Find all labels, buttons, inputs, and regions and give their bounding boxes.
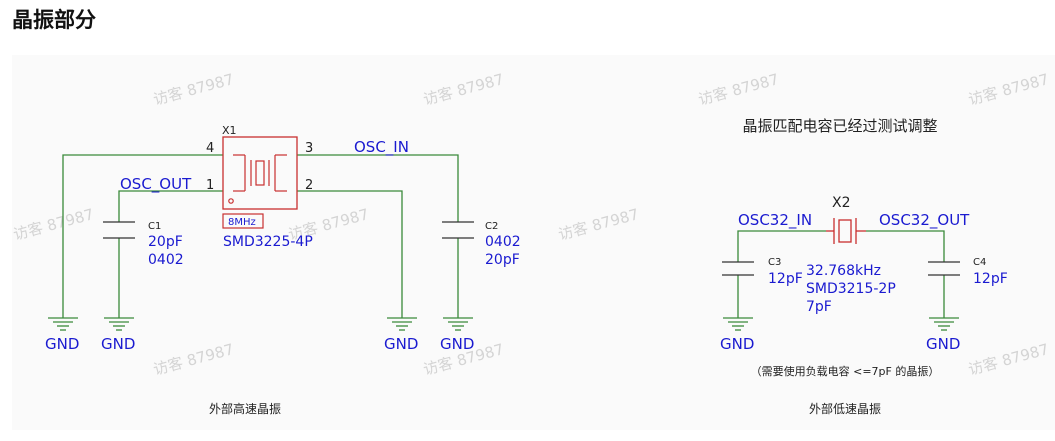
ground-symbol [442, 317, 474, 331]
x1-package: SMD3225-4P [223, 234, 313, 250]
net-label-osc32-out: OSC32_OUT [879, 211, 970, 230]
c4-reference: C4 [973, 257, 986, 268]
schematic-panel [12, 55, 1055, 430]
c3-value: 12pF [768, 271, 803, 287]
x1-pin-3: 3 [305, 141, 313, 156]
watermark: 访客 87987 [151, 70, 235, 109]
ground-symbol [386, 317, 418, 331]
hs-circuit: 8MHz X1 SMD3225-4P 4 1 3 2 OSC_IN OSC_OU… [45, 124, 521, 416]
net-label-osc-in: OSC_IN [354, 138, 409, 157]
ground-symbol [47, 317, 79, 331]
ground-symbol [103, 317, 135, 331]
ls-caption: 外部低速晶振 [809, 401, 881, 416]
page-title: 晶振部分 [12, 8, 96, 32]
watermark: 访客 87987 [966, 70, 1050, 109]
ls-capacitor-c3 [722, 261, 754, 276]
x1-pin-4: 4 [206, 141, 214, 156]
x1-pin-1: 1 [206, 178, 214, 193]
ground-symbol [722, 317, 754, 331]
c2-value: 20pF [485, 252, 520, 268]
ls-note: 晶振匹配电容已经过测试调整 [742, 117, 937, 135]
hs-capacitor-c1 [103, 221, 135, 239]
x1-frequency: 8MHz [228, 217, 256, 228]
watermark: 访客 87987 [966, 340, 1050, 379]
watermark: 访客 87987 [11, 205, 95, 244]
x2-load-capacitance: 7pF [806, 299, 832, 315]
c2-package: 0402 [485, 234, 521, 250]
x2-package: SMD3215-2P [806, 281, 896, 297]
x2-frequency: 32.768kHz [806, 263, 881, 279]
watermark: 访客 87987 [151, 340, 235, 379]
hs-wires [62, 154, 459, 318]
c3-reference: C3 [768, 257, 781, 268]
c1-reference: C1 [148, 221, 161, 232]
ls-circuit: 晶振匹配电容已经过测试调整 X2 OSC32_IN OSC32_OUT [720, 117, 1008, 416]
watermark: 访客 87987 [696, 70, 780, 109]
gnd-label: GND [45, 335, 79, 353]
c4-value: 12pF [973, 271, 1008, 287]
ground-symbol [928, 317, 960, 331]
ls-wires [737, 230, 945, 318]
ls-requirement-note: （需要使用负载电容 <=7pF 的晶振） [751, 364, 940, 378]
gnd-label: GND [720, 335, 754, 353]
crystal-x1: 8MHz X1 SMD3225-4P 4 1 3 2 [206, 124, 313, 250]
crystal-x2 [826, 218, 866, 244]
hs-capacitor-c2 [442, 221, 474, 239]
c1-value: 20pF [148, 234, 183, 250]
net-label-osc32-in: OSC32_IN [738, 211, 812, 230]
watermark: 访客 87987 [421, 70, 505, 109]
c1-package: 0402 [148, 252, 184, 268]
x1-reference: X1 [222, 124, 237, 137]
ls-capacitor-c4 [928, 261, 960, 276]
x1-pin-2: 2 [305, 178, 313, 193]
gnd-label: GND [926, 335, 960, 353]
gnd-label: GND [101, 335, 135, 353]
net-label-osc-out: OSC_OUT [120, 175, 192, 194]
watermark: 访客 87987 [556, 205, 640, 244]
gnd-label: GND [440, 335, 474, 353]
hs-caption: 外部高速晶振 [209, 401, 281, 416]
x2-reference: X2 [832, 195, 851, 211]
gnd-label: GND [384, 335, 418, 353]
c2-reference: C2 [485, 221, 498, 232]
